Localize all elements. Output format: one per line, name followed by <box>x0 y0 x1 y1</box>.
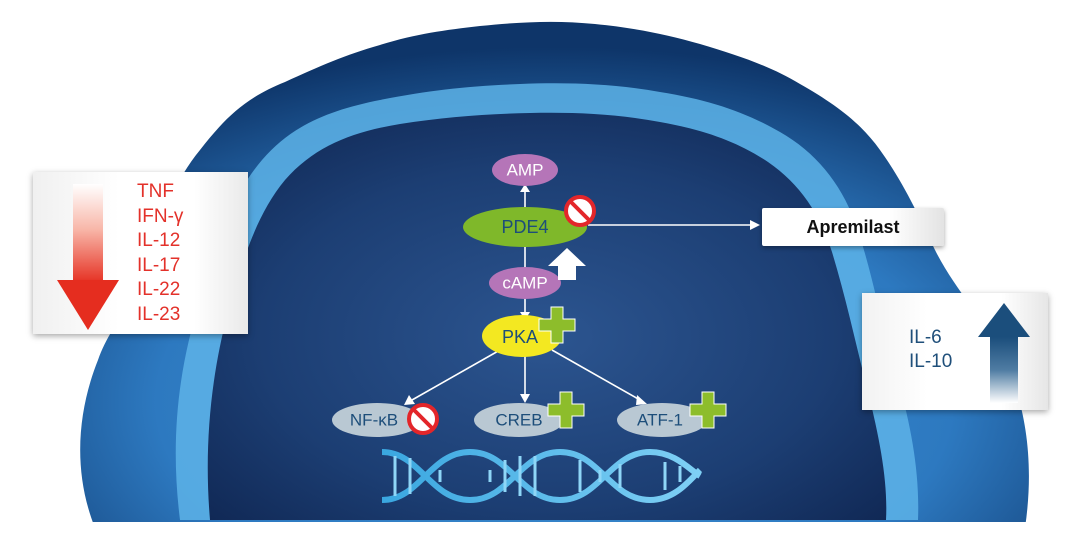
cytokine-item: IL-6 <box>909 327 942 348</box>
pde4-no-symbol-icon <box>564 195 596 227</box>
pka-label: PKA <box>502 327 538 347</box>
cytokine-item: IL-12 <box>137 230 181 252</box>
dna-helix <box>381 448 703 504</box>
cytokine-item: IL-22 <box>137 279 181 301</box>
cytokine-item: IL-17 <box>137 254 181 276</box>
pka-plus-icon <box>538 306 576 344</box>
camp-node <box>489 267 561 299</box>
down-arrow-icon <box>57 184 119 330</box>
pde4-label: PDE4 <box>501 217 548 237</box>
creb-node <box>474 403 564 437</box>
up-arrow-icon <box>978 303 1030 403</box>
drug-name: Apremilast <box>806 217 900 237</box>
nfkb-node <box>332 403 422 437</box>
nfkb-no-symbol-icon <box>407 403 439 435</box>
drug-label-box: Apremilast <box>762 208 944 246</box>
downregulated-cytokines-panel: TNF IFN-γ IL-12 IL-17 IL-22 IL-23 <box>33 172 248 334</box>
pde4-node <box>463 207 587 247</box>
cytokine-item: TNF <box>137 181 174 202</box>
camp-label: cAMP <box>502 274 547 293</box>
camp-up-arrow-icon <box>548 248 586 280</box>
pka-to-nfkb-arrow <box>411 349 501 401</box>
creb-label: CREB <box>495 411 542 430</box>
atf1-label: ATF-1 <box>637 411 683 430</box>
nfkb-label: NF-κB <box>350 411 398 430</box>
cytokine-item: IL-10 <box>909 351 953 372</box>
atf1-plus-icon <box>689 391 727 429</box>
amp-node <box>492 154 558 186</box>
pka-to-atf1-arrow <box>551 349 641 401</box>
downregulated-cytokines-list: TNF IFN-γ IL-12 IL-17 IL-22 IL-23 <box>137 180 183 328</box>
amp-label: AMP <box>507 161 544 180</box>
cytokine-item: IL-23 <box>137 303 181 325</box>
upregulated-cytokines-list: IL-6 IL-10 <box>909 326 952 374</box>
cytokine-item: IFN-γ <box>137 205 184 227</box>
creb-plus-icon <box>547 391 585 429</box>
upregulated-cytokines-panel: IL-6 IL-10 <box>862 293 1048 410</box>
atf1-node <box>617 403 707 437</box>
